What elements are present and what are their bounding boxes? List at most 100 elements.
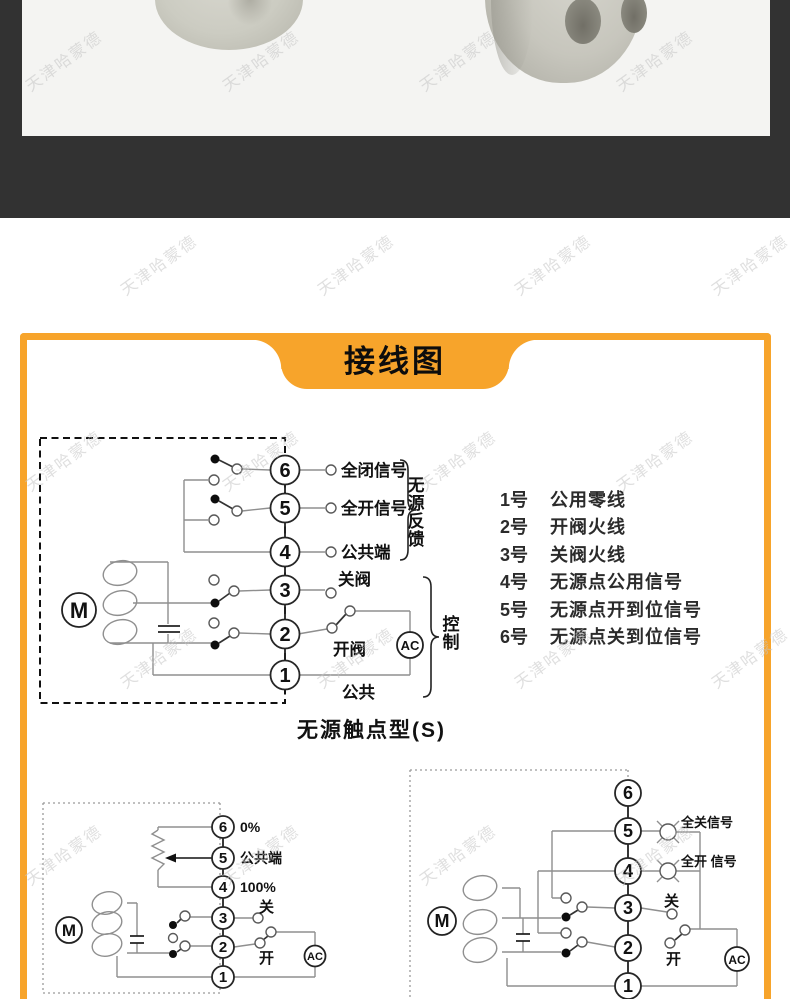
legend-num: 1号 [500,489,529,510]
product-left-notch [227,0,273,26]
wiper-arrow [165,853,176,863]
terminal-1: 1 [279,665,290,687]
label-common: 公共 [342,683,376,702]
label-open: 开 [259,950,274,967]
control-brace [422,576,440,698]
watermark-text: 天津哈蒙德 [315,232,398,300]
pot-dotted-enclosure [42,802,221,994]
legend-row-1: 1号 公用零线 [500,485,702,513]
watermark-text: 天津哈蒙德 [512,232,595,300]
lamp-dotted-enclosure [409,769,629,999]
ac-label: AC [401,638,420,653]
motor: M [61,592,97,628]
main-wires [110,468,411,676]
lamp-wires [502,830,738,987]
legend-desc: 无源点公用信号 [550,572,683,593]
label-100-percent: 100% [240,879,276,895]
terminal-6: 6 [219,819,227,836]
product-right-hole [565,0,601,44]
terminal-legend: 1号 公用零线 2号 开阀火线 3号 关阀火线 4号 无源点公用信号 5号 无源… [500,485,702,650]
feedback-brace [399,459,417,561]
legend-row-4: 4号 无源点公用信号 [500,568,702,596]
terminal-4: 4 [219,879,228,896]
potentiometer-wiring-diagram: M 6 5 4 3 2 1 AC 0% 公共端 100% [42,802,327,994]
control-group-label: 控制 [442,615,460,652]
terminal-4: 4 [279,542,291,564]
terminal-4: 4 [623,861,633,881]
pot-ac-source: AC [303,944,327,968]
label-open: 开 [666,951,681,968]
legend-desc: 无源点开到位信号 [550,599,702,620]
lamp-ac-source: AC [724,946,750,972]
ac-label: AC [307,951,323,963]
ac-source: AC [396,631,424,659]
section-title: 接线图 [344,344,446,379]
product-image-left [155,0,303,50]
terminal-strip: 6 5 4 3 2 1 [269,454,301,691]
terminal-3: 3 [279,580,290,602]
motor-label: M [62,921,76,940]
legend-num: 2号 [500,517,529,538]
terminal-3: 3 [623,898,633,918]
terminal-5: 5 [279,498,290,520]
pot-switches [167,910,277,958]
terminal-6: 6 [623,783,633,803]
terminal-1: 1 [623,976,633,996]
signal-contacts [325,464,337,599]
lamp-labels: 全关信号 全开 信号 关 开 [664,815,737,968]
label-common-terminal: 公共端 [341,542,391,562]
label-full-open-signal: 全开 信号 [680,854,737,869]
lamp-motor: M [427,874,498,964]
legend-row-2: 2号 开阀火线 [500,513,702,541]
legend-row-5: 5号 无源点开到位信号 [500,595,702,623]
label-common-terminal: 公共端 [240,850,282,866]
pot-wires [116,826,316,978]
legend-num: 4号 [500,572,529,593]
legend-row-3: 3号 关阀火线 [500,540,702,568]
product-image-right [485,0,647,83]
terminal-6: 6 [279,460,290,482]
label-close: 关 [259,898,274,916]
motor-coils [102,559,138,646]
label-close: 关 [664,892,679,910]
section-banner: 接线图 [252,339,538,389]
watermark-text: 天津哈蒙德 [709,232,790,300]
potentiometer-zigzag [150,829,166,871]
lamp-terminal-strip: 6 5 4 3 2 1 [614,779,642,999]
label-full-close-signal: 全关信号 [680,815,733,830]
legend-desc: 无源点关到位信号 [550,627,702,648]
terminal-2: 2 [219,939,227,956]
wiring-section-frame [20,333,771,999]
terminal-5: 5 [219,850,227,867]
lamp-switches [560,892,691,958]
label-close-valve: 关阀 [338,569,371,589]
ac-label: AC [728,953,746,967]
pot-labels: 0% 公共端 100% 关 开 [240,819,282,967]
motor-label: M [435,911,450,931]
main-labels: 全闭信号 全开信号 公共端 关阀 开阀 公共 [333,460,407,702]
pot-terminal-strip: 6 5 4 3 2 1 [211,815,235,989]
label-0-percent: 0% [240,819,261,835]
watermark-text: 天津哈蒙德 [118,232,201,300]
motor-label: M [70,598,88,623]
indicator-lamps [656,820,680,883]
product-photo-area [22,0,770,136]
terminal-3: 3 [219,910,227,927]
legend-desc: 开阀火线 [550,517,626,538]
label-full-open-signal: 全开信号 [340,498,407,518]
terminal-5: 5 [623,821,633,841]
legend-desc: 关阀火线 [550,544,626,565]
terminal-1: 1 [219,969,227,986]
pot-motor: M [55,891,123,957]
legend-num: 3号 [500,544,529,565]
product-right-hole-2 [621,0,647,33]
legend-num: 6号 [500,627,529,648]
terminal-2: 2 [279,624,290,646]
lamp-wiring-diagram: M 6 5 4 3 2 1 AC [409,769,750,999]
main-wiring-diagram: M 6 5 4 3 2 1 [39,437,440,704]
label-full-close-signal: 全闭信号 [340,460,407,480]
legend-num: 5号 [500,599,529,620]
legend-row-6: 6号 无源点关到位信号 [500,623,702,651]
feedback-group-label: 无源反馈 [407,476,425,549]
